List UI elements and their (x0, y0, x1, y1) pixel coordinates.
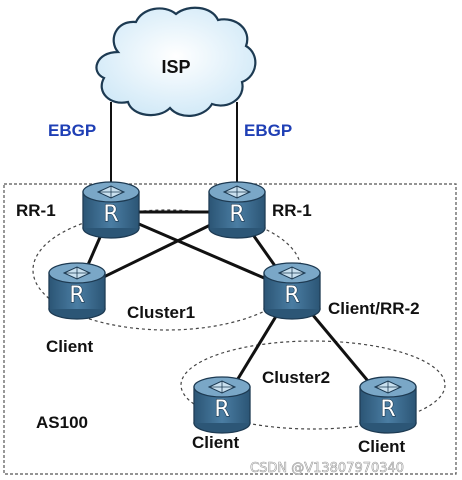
label-rr1-left: RR-1 (16, 201, 56, 220)
router-client3: R (359, 376, 417, 434)
label-client-rr2: Client/RR-2 (328, 299, 420, 318)
router-icon-letter: R (103, 202, 118, 227)
router-rr1-left: R (82, 181, 140, 239)
label-rr1-right: RR-1 (272, 201, 312, 220)
router-icon-letter: R (69, 283, 84, 308)
label-as: AS100 (36, 413, 88, 432)
label-client3: Client (358, 437, 406, 456)
label-client1: Client (46, 337, 94, 356)
isp-cloud: ISP (95, 6, 257, 117)
router-icon-letter: R (214, 397, 229, 422)
ebgp-label-left: EBGP (48, 121, 96, 140)
label-cluster1: Cluster1 (127, 303, 195, 322)
label-cluster2: Cluster2 (262, 368, 330, 387)
router-client-rr2: R (263, 262, 321, 320)
router-icon-letter: R (380, 397, 395, 422)
ebgp-label-right: EBGP (244, 121, 292, 140)
router-icon-letter: R (229, 202, 244, 227)
router-icon-letter: R (284, 283, 299, 308)
router-rr1-right: R (208, 181, 266, 239)
router-client2: R (193, 376, 251, 434)
isp-label: ISP (161, 57, 190, 77)
watermark: CSDN @V13807970340 (250, 461, 404, 476)
router-client1: R (48, 262, 106, 320)
cluster2-boundary (180, 340, 446, 430)
label-client2: Client (192, 433, 240, 452)
